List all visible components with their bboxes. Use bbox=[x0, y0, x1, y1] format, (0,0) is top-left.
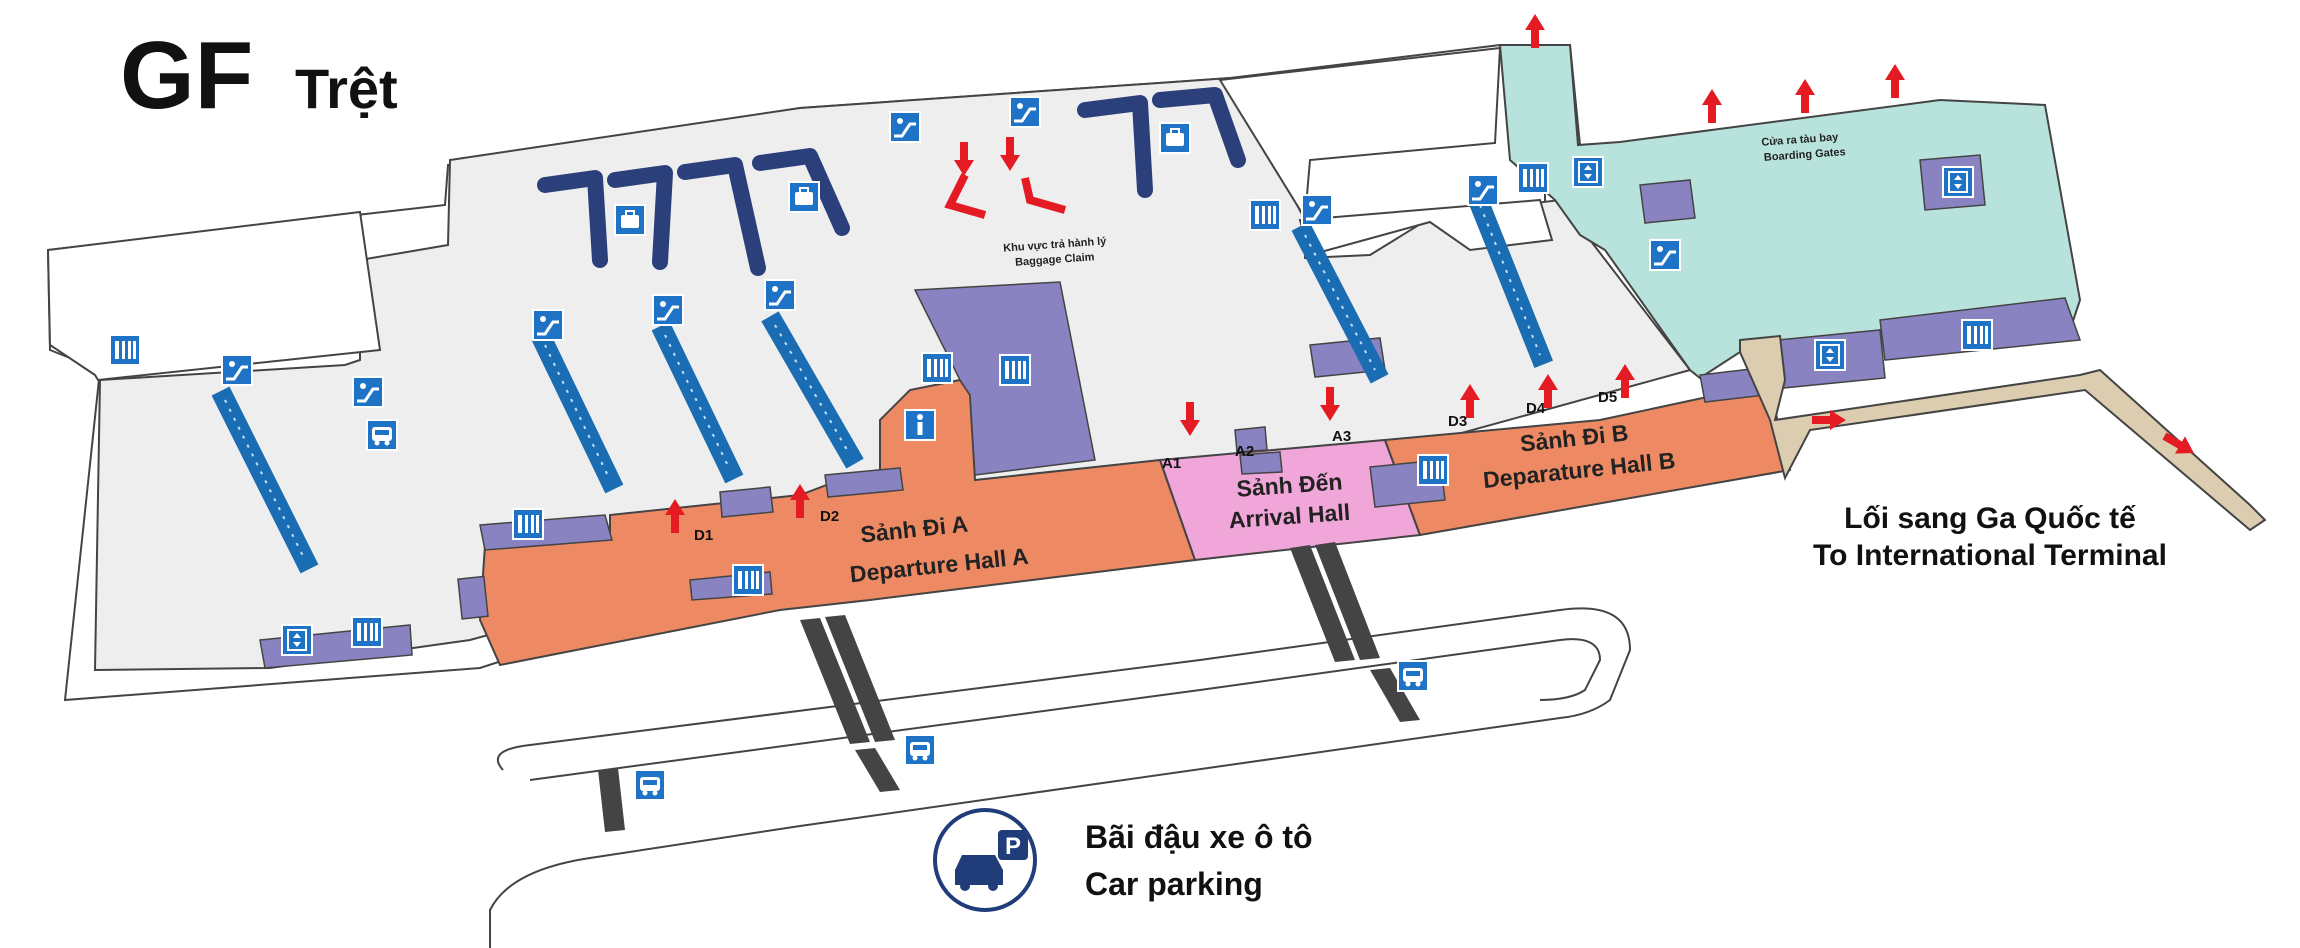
elevator-icon bbox=[1814, 339, 1846, 371]
escalator-icon bbox=[1300, 193, 1334, 227]
floor-name: Trệt bbox=[295, 57, 398, 120]
boarding-arrow bbox=[1525, 14, 1545, 48]
restroom-icon bbox=[512, 508, 544, 540]
boarding-gates-en: Boarding Gates bbox=[1764, 146, 1847, 164]
parking-badge: P bbox=[1005, 833, 1021, 860]
boarding-gates-vi: Cửa ra tàu bay bbox=[1761, 131, 1840, 148]
parking-en: Car parking bbox=[1085, 866, 1263, 902]
escalator-icon bbox=[888, 110, 922, 144]
international-corridor bbox=[1739, 334, 2267, 532]
door-label: D4 bbox=[1526, 400, 1546, 417]
restroom-icon bbox=[1417, 454, 1449, 486]
baggage-claim-hook bbox=[1021, 177, 1067, 214]
elevator-icon bbox=[1572, 156, 1604, 188]
door-label: D5 bbox=[1598, 389, 1617, 406]
boarding-arrow bbox=[1795, 79, 1815, 113]
restroom-icon bbox=[732, 564, 764, 596]
restroom-icon bbox=[921, 352, 953, 384]
checkin-desks bbox=[224, 204, 1541, 561]
parking-vi: Bãi đậu xe ô tô bbox=[1085, 819, 1313, 855]
restroom-icon bbox=[109, 334, 141, 366]
restroom-icon bbox=[1517, 162, 1549, 194]
door-label: D2 bbox=[820, 508, 839, 525]
international-en: To International Terminal bbox=[1813, 539, 2167, 572]
door-label: A3 bbox=[1332, 428, 1351, 445]
door-label: A2 bbox=[1235, 443, 1254, 460]
escalator-icon bbox=[531, 308, 565, 342]
bus-icon bbox=[366, 419, 398, 451]
bus-icon bbox=[904, 734, 936, 766]
crosswalks bbox=[598, 542, 1420, 832]
door-label: D3 bbox=[1448, 413, 1467, 430]
international-vi: Lối sang Ga Quốc tế bbox=[1844, 502, 2136, 535]
upper-white-block bbox=[1218, 46, 1502, 222]
bus-icon bbox=[1397, 660, 1429, 692]
baggage-icon bbox=[788, 181, 820, 213]
elevator-icon bbox=[1942, 166, 1974, 198]
escalator-icon bbox=[1466, 173, 1500, 207]
escalator-icon bbox=[1648, 238, 1682, 272]
escalator-icon bbox=[351, 375, 385, 409]
info-icon bbox=[904, 409, 936, 441]
restroom-icon bbox=[999, 354, 1031, 386]
door-label: D1 bbox=[694, 527, 713, 544]
baggage-carousels bbox=[537, 87, 1246, 276]
restroom-icon bbox=[351, 616, 383, 648]
escalator-icon bbox=[763, 278, 797, 312]
restroom-icon bbox=[1249, 199, 1281, 231]
escalator-icon bbox=[1008, 95, 1042, 129]
escalator-icon bbox=[220, 353, 254, 387]
restroom-icon bbox=[1961, 319, 1993, 351]
baggage-icon bbox=[614, 204, 646, 236]
boarding-arrow bbox=[1702, 89, 1722, 123]
baggage-claim-en: Baggage Claim bbox=[1015, 251, 1095, 269]
baggage-icon bbox=[1159, 122, 1191, 154]
floor-code: GF bbox=[120, 22, 253, 129]
road-loop bbox=[489, 607, 1632, 948]
parking-icon: P bbox=[933, 808, 1037, 912]
bus-icon bbox=[634, 769, 666, 801]
boarding-arrow bbox=[1885, 64, 1905, 98]
baggage-claim-hook bbox=[944, 173, 987, 219]
escalator-icon bbox=[651, 293, 685, 327]
door-label: A1 bbox=[1162, 455, 1181, 472]
baggage-claim-area bbox=[93, 76, 1692, 672]
left-office-block bbox=[46, 210, 382, 382]
elevator-icon bbox=[281, 624, 313, 656]
